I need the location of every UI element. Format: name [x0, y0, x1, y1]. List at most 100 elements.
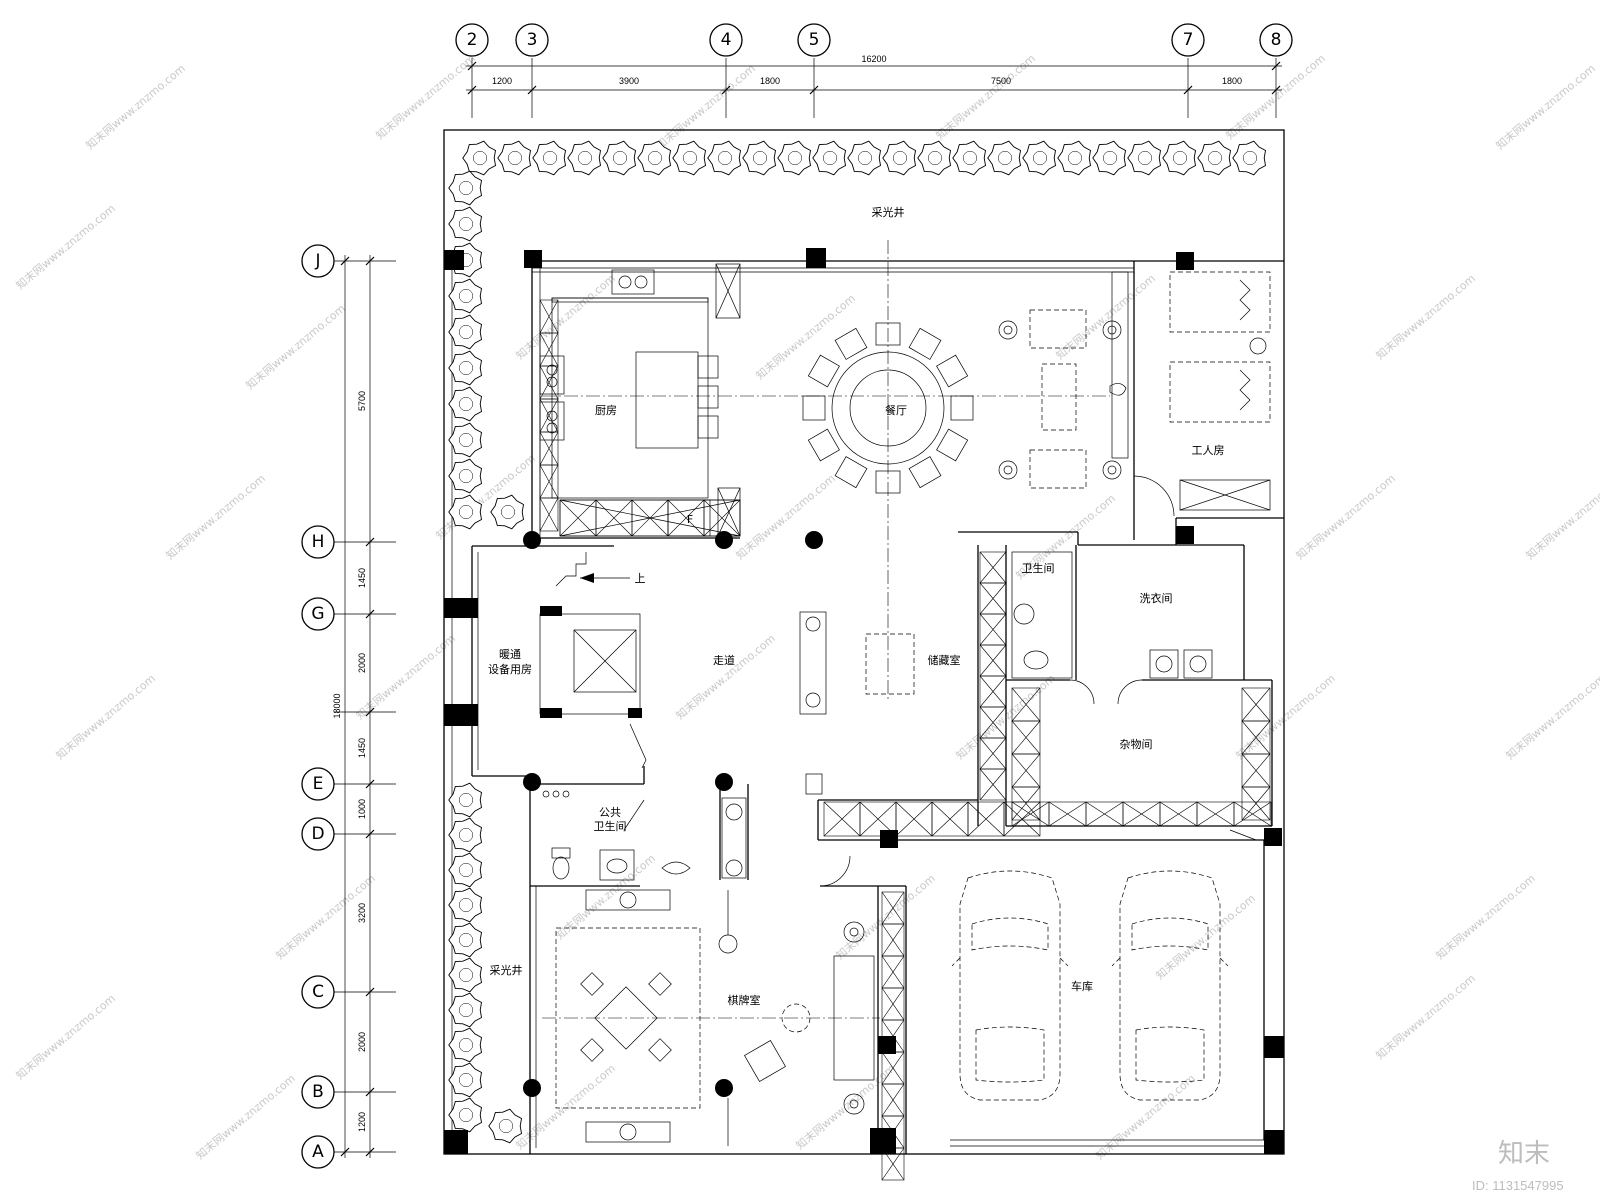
shrub-icon — [1197, 140, 1231, 176]
garage-cars — [951, 829, 1257, 1101]
room-label-dining: 餐厅 — [885, 403, 907, 417]
cabinet-xbox — [667, 499, 705, 537]
shrub-icon — [448, 992, 482, 1028]
room-label-sundry: 杂物间 — [1120, 737, 1153, 751]
dining-chair — [908, 456, 942, 489]
outer-boundary — [443, 129, 1285, 1155]
cabinet-xbox — [881, 1147, 905, 1181]
shrub-icon — [1162, 140, 1196, 176]
shrub-icon — [448, 494, 482, 530]
dining-chair — [875, 322, 901, 346]
grid-bubble-D: D — [301, 817, 335, 851]
grid-bubble-4: 4 — [709, 23, 743, 57]
grid-bubble-H: H — [301, 525, 335, 559]
left-grid-bubbles: J H G E D C B A — [301, 244, 335, 1169]
dining-chair — [834, 327, 868, 360]
room-label-staff: 工人房 — [1192, 444, 1225, 457]
watermark-text: 知末网www.znzmo.com — [83, 61, 188, 152]
cabinet-xbox — [1048, 801, 1087, 827]
watermark-text: 知末网www.znzmo.com — [1373, 971, 1478, 1062]
shrub-icon — [847, 140, 881, 176]
grid-label-E: E — [313, 774, 324, 794]
dining-chair — [807, 428, 840, 462]
shrub-hedge — [448, 140, 1266, 1144]
watermark-text: 知末网www.znzmo.com — [13, 201, 118, 292]
watermark-text: 知末网www.znzmo.com — [513, 1061, 618, 1152]
dining-chair — [936, 354, 969, 388]
grid-bubble-8: 8 — [1259, 23, 1293, 57]
watermark-text: 知末网www.znzmo.com — [513, 271, 618, 362]
room-label-bath-small: 卫生间 — [1022, 561, 1055, 575]
room-label-corridor: 走道 — [713, 653, 735, 667]
shrub-icon — [448, 458, 482, 494]
cabinet-xbox — [1241, 753, 1271, 788]
dim-left-3: 2000 — [357, 653, 367, 673]
cabinet-xbox — [979, 737, 1007, 770]
cabinet-xbox — [881, 987, 905, 1021]
cabinet-xbox — [979, 551, 1007, 584]
watermark-text: 知末网www.znzmo.com — [833, 871, 938, 962]
shrub-icon — [707, 140, 741, 176]
shrub-icon — [532, 140, 566, 176]
axis-centerlines — [542, 240, 1110, 1019]
stair-elevator: 上 — [539, 552, 647, 769]
cabinet-xbox — [979, 644, 1007, 677]
shrub-icon — [448, 817, 482, 853]
staff-room-furniture — [1133, 271, 1271, 517]
shrub-icon — [448, 922, 482, 958]
cabinet-xbox — [1085, 801, 1124, 827]
watermark-text: 知末网www.znzmo.com — [353, 631, 458, 722]
cabinet-xbox — [881, 1083, 905, 1117]
walls — [471, 260, 1284, 1154]
grid-bubble-7: 7 — [1171, 23, 1205, 57]
shrub-icon — [448, 170, 482, 206]
left-grid-axes — [334, 255, 396, 1158]
cabinet-xbox — [823, 801, 861, 837]
cabinet-xbox — [979, 675, 1007, 708]
grid-label-5: 5 — [809, 30, 820, 50]
shrub-icon — [448, 206, 482, 242]
shrub-icon — [1057, 140, 1091, 176]
dining-furniture — [802, 271, 1129, 494]
logo-name: 知末 — [1498, 1139, 1550, 1169]
cabinet-xbox — [979, 582, 1007, 615]
watermark-text: 知末网www.znzmo.com — [673, 631, 778, 722]
shrub-icon — [567, 140, 601, 176]
shrub-icon — [448, 852, 482, 888]
watermark-text: 知末网www.znzmo.com — [1053, 271, 1158, 362]
shrub-icon — [987, 140, 1021, 176]
room-label-game-room: 棋牌室 — [728, 993, 761, 1007]
watermark-text: 知末网www.znzmo.com — [433, 451, 538, 542]
shrub-icon — [1127, 140, 1161, 176]
top-grid-axes — [466, 58, 1282, 118]
shrub-icon — [917, 140, 951, 176]
shrub-icon — [777, 140, 811, 176]
dim-top-3: 1800 — [760, 76, 780, 86]
room-label-garage: 车库 — [1071, 979, 1093, 993]
cabinet-xbox — [895, 801, 933, 837]
room-label-kitchen: 厨房 — [595, 404, 617, 417]
shrub-icon — [602, 140, 636, 176]
dim-top-total: 16200 — [861, 54, 886, 64]
watermark-text: 知末网www.znzmo.com — [243, 301, 348, 392]
watermark-layer: 知末网www.znzmo.com 知末网www.znzmo.com 知末网www.z… — [13, 51, 1600, 1162]
cabinet-xbox — [967, 801, 1005, 837]
cabinet-xbox — [1159, 801, 1198, 827]
game-room-furniture — [555, 797, 875, 1146]
shrub-icon — [1022, 140, 1056, 176]
grid-label-J: J — [314, 251, 320, 271]
shrub-icon — [637, 140, 671, 176]
room-label-public-wc-1: 公共 — [599, 806, 621, 819]
cabinet-xbox — [539, 431, 559, 466]
watermark-text: 知末网www.znzmo.com — [933, 51, 1038, 142]
dining-chair — [936, 428, 969, 462]
watermark-text: 知末网www.znzmo.com — [1223, 51, 1328, 142]
watermark-text: 知末网www.znzmo.com — [1503, 671, 1600, 762]
grid-label-G: G — [311, 604, 324, 624]
cabinet-xbox — [1241, 687, 1271, 722]
shrub-icon — [448, 386, 482, 422]
room-label-lightwell-top: 采光井 — [872, 205, 905, 219]
cabinet-xbox — [859, 801, 897, 837]
cabinet-xbox — [1011, 801, 1050, 827]
